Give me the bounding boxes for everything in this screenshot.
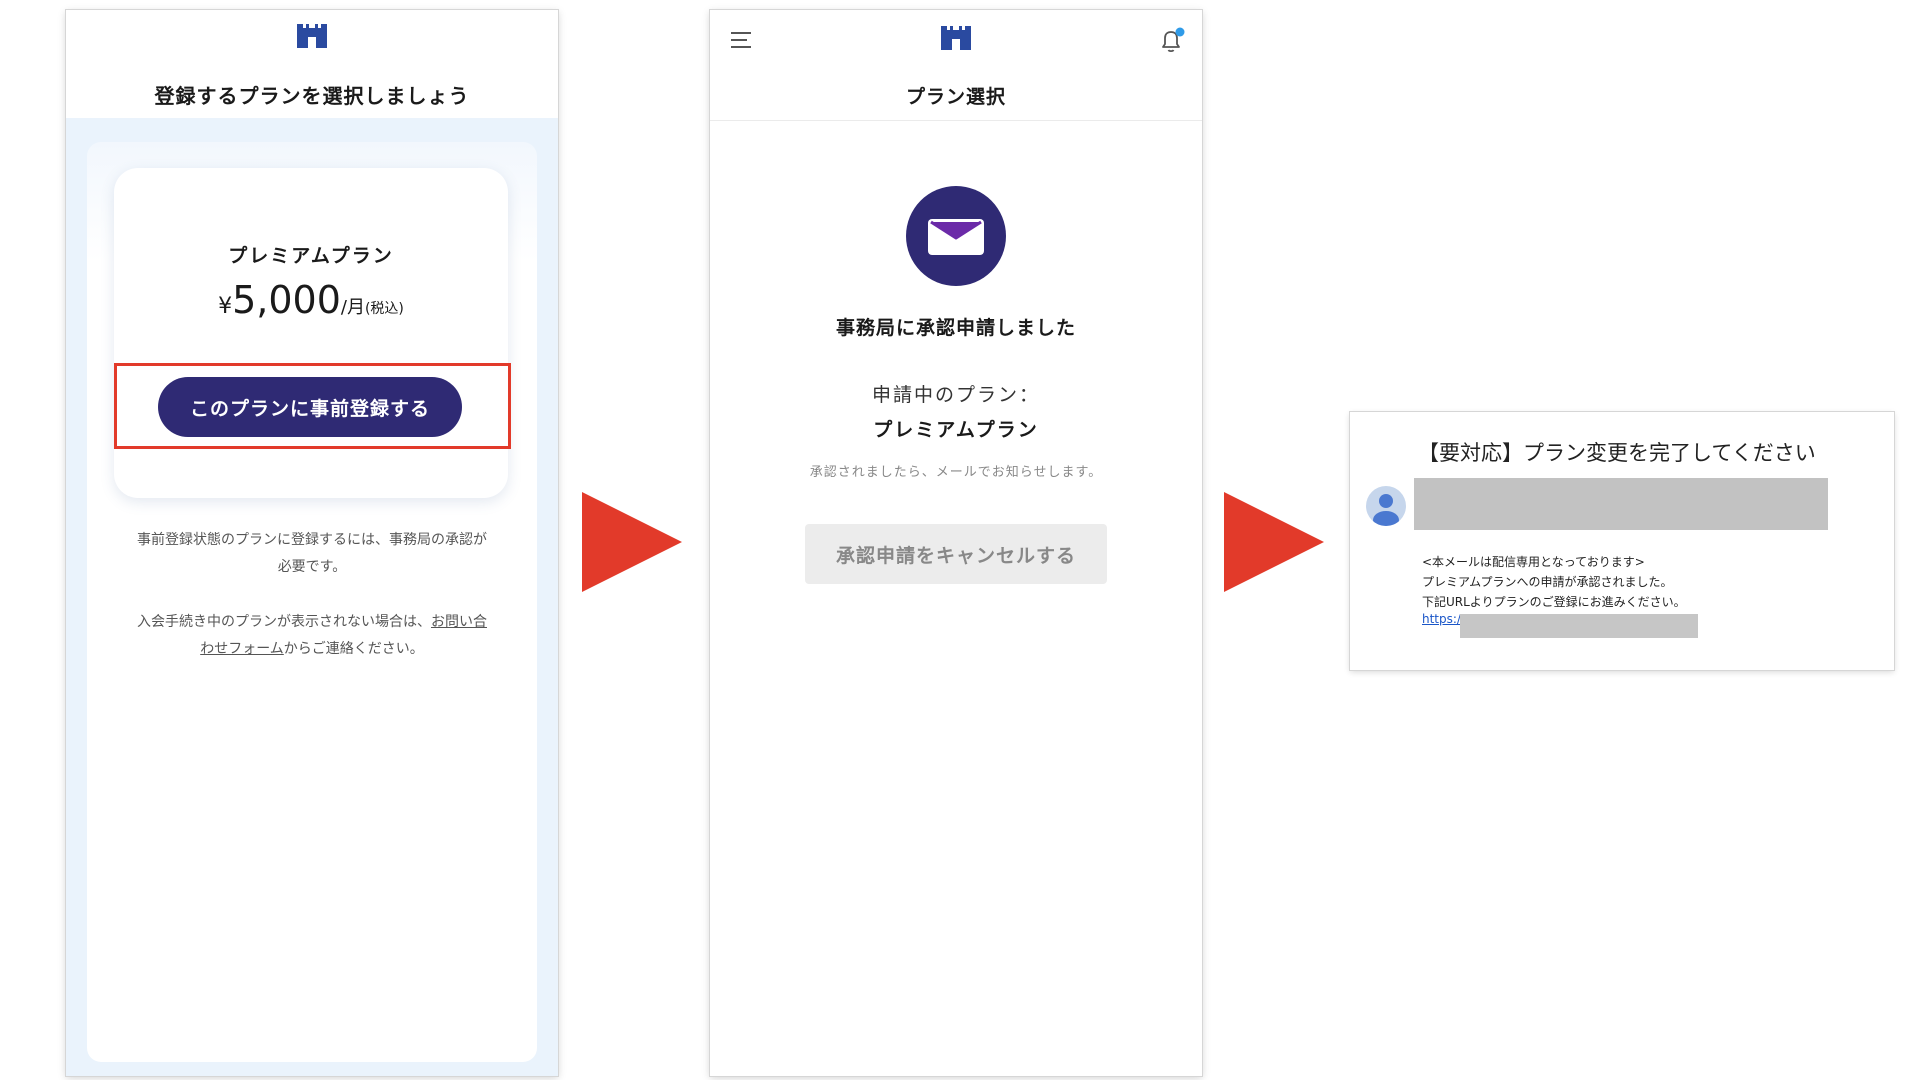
applied-plan-label: 申請中のプラン： (871, 384, 1040, 406)
plan-card: プレミアムプラン ¥5,000/月(税込) (114, 168, 508, 498)
cancel-application-button[interactable]: 承認申請をキャンセルする (805, 524, 1107, 584)
mail-status-icon (906, 186, 1006, 286)
plan-selection-screen: 登録するプランを選択しましょう プレミアムプラン ¥5,000/月(税込) この… (66, 10, 558, 1076)
url-redacted (1460, 614, 1698, 638)
approval-notice: 承認されましたら、メールでお知らせします。 (809, 465, 1103, 480)
screen1-header: 登録するプランを選択しましょう (66, 10, 558, 118)
price-currency: ¥ (218, 294, 233, 319)
right-triangle-arrow-icon (1224, 492, 1324, 592)
page-title: 登録するプランを選択しましょう (154, 84, 470, 108)
contact-form-link[interactable]: お問い合 (431, 614, 487, 630)
price-tax-note: (税込) (364, 301, 404, 317)
price-amount: 5,000 (232, 278, 341, 322)
approval-note-line: 必要です。 (277, 559, 347, 575)
contact-note-text: 入会手続き中のプランが表示されない場合は、 (137, 614, 431, 630)
approval-email: 【要対応】プラン変更を完了してください <本メールは配信専用となっております> … (1350, 412, 1894, 670)
email-subject: 【要対応】プラン変更を完了してください (1418, 441, 1816, 465)
contact-note-line: 入会手続き中のプランが表示されない場合は、お問い合 (116, 609, 508, 636)
email-url-link[interactable]: https:// (1422, 612, 1466, 626)
screen2-header: プラン選択 (710, 10, 1202, 121)
email-body-line: 下記URLよりプランのご登録にお進みください。 (1422, 595, 1686, 609)
user-avatar-icon (1366, 486, 1406, 526)
plan-name: プレミアムプラン (228, 245, 394, 267)
applied-plan-name: プレミアムプラン (873, 419, 1039, 441)
application-submitted-screen: プラン選択 事務局に承認申請しました 申請中のプラン： プレミアムプラン 承認さ… (710, 10, 1202, 1076)
sender-redacted (1414, 478, 1828, 530)
pre-register-button[interactable]: このプランに事前登録する (158, 377, 462, 437)
castle-logo-icon (941, 26, 971, 50)
castle-logo-icon (297, 24, 327, 48)
contact-form-link[interactable]: わせフォーム (200, 641, 284, 657)
page-title: プラン選択 (905, 86, 1006, 108)
right-triangle-arrow-icon (582, 492, 682, 592)
status-title: 事務局に承認申請しました (835, 317, 1076, 339)
approval-note: 事前登録状態のプランに登録するには、事務局の承認が 必要です。 (116, 527, 508, 581)
highlight-box (114, 363, 511, 449)
contact-note-text: からご連絡ください。 (283, 641, 424, 657)
email-body-line: <本メールは配信専用となっております> (1422, 555, 1645, 569)
contact-note: 入会手続き中のプランが表示されない場合は、お問い合 わせフォームからご連絡くださ… (116, 609, 508, 663)
envelope-icon (928, 219, 984, 255)
hamburger-menu-icon[interactable] (730, 30, 754, 50)
notification-dot (1175, 27, 1185, 37)
email-body-line: プレミアムプランへの申請が承認されました。 (1422, 575, 1673, 589)
price-unit: /月 (340, 297, 365, 318)
email-body: <本メールは配信専用となっております> プレミアムプランへの申請が承認されました… (1422, 552, 1686, 612)
approval-note-line: 事前登録状態のプランに登録するには、事務局の承認が (137, 532, 487, 548)
contact-note-line: わせフォームからご連絡ください。 (116, 636, 508, 663)
notification-bell-icon[interactable] (1158, 26, 1186, 56)
plan-price: ¥5,000/月(税込) (114, 278, 508, 322)
